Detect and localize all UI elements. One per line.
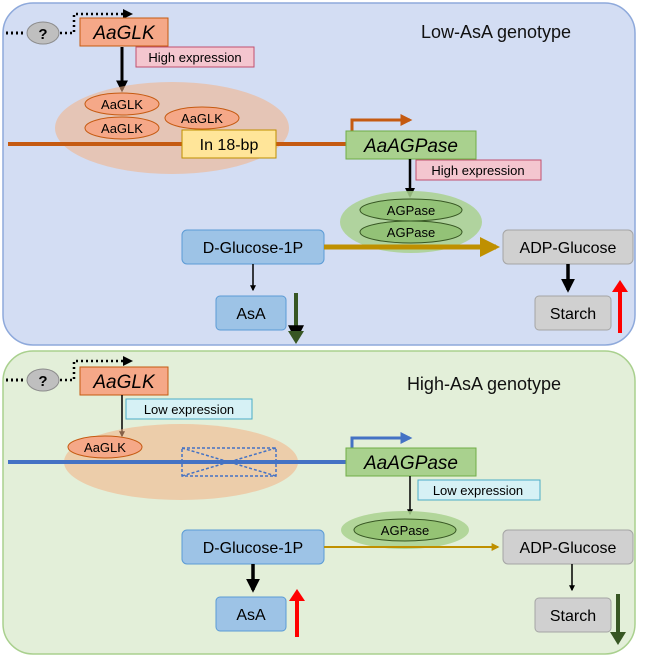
- asa-box-2: [215, 596, 287, 632]
- aaglk-expression-tag: [135, 46, 255, 68]
- aaglk-protein-2: [84, 116, 160, 140]
- aaglk-protein-1-label: AaGLK: [101, 97, 143, 112]
- unknown-regulator-2: [26, 368, 60, 392]
- aaglk-expression-label-2: Low expression: [144, 402, 234, 417]
- agpase-halo-2: [341, 511, 469, 549]
- aaglk-gene-label: AaGLK: [92, 23, 156, 44]
- agpase-enzyme-single-label: AGPase: [381, 523, 429, 538]
- starch-label: Starch: [550, 306, 596, 323]
- unknown-regulator: [26, 21, 60, 45]
- adp-glucose-box-2: [502, 529, 634, 565]
- aaglk-protein-2-label: AaGLK: [101, 121, 143, 136]
- asa-box: [215, 295, 287, 331]
- low-asa-panel: Low-AsA genotype ? AaGLK High expression…: [2, 2, 636, 346]
- agpase-enzyme-1-label: AGPase: [387, 203, 435, 218]
- aaagpase-gene-label-2: AaAGPase: [363, 453, 458, 474]
- starch-box: [534, 295, 612, 331]
- aaglk-protein-3: [164, 106, 240, 130]
- aaagpase-gene-box-2: [345, 447, 477, 477]
- starch-label-2: Starch: [550, 608, 596, 625]
- aaagpase-gene-label: AaAGPase: [363, 136, 458, 157]
- aaglk-protein-single-label: AaGLK: [84, 440, 126, 455]
- missing-insertion-box: [181, 447, 277, 477]
- aaglk-gene-box: [79, 17, 169, 47]
- missing-insertion-cross-a: [181, 447, 277, 477]
- asa-label-2: AsA: [236, 607, 266, 624]
- adp-glucose-label: ADP-Glucose: [520, 240, 617, 257]
- starch-increase-arrow-head: [612, 280, 628, 292]
- agpase-enzyme-2-label: AGPase: [387, 225, 435, 240]
- aaglk-gene-box-2: [79, 366, 169, 396]
- unknown-regulator-label: ?: [38, 26, 47, 43]
- agpase-enzyme-single: [353, 518, 457, 542]
- aaagpase-expression-label-2: Low expression: [433, 483, 523, 498]
- d-glucose-1p-label-2: D-Glucose-1P: [203, 540, 303, 557]
- regulator-to-gene-dotted-arrow: [60, 9, 133, 35]
- asa-decrease-arrow-head: [288, 331, 304, 344]
- aaagpase-gene-box: [345, 130, 477, 160]
- insertion-box: [181, 129, 277, 159]
- starch-decrease-arrow-head: [610, 632, 626, 645]
- asa-increase-arrow-head: [289, 589, 305, 601]
- missing-insertion-cross-b: [181, 447, 277, 477]
- unknown-regulator-label-2: ?: [38, 373, 47, 390]
- aaglk-expression-tag-2: [125, 398, 253, 420]
- aaagpase-expression-tag-2: [417, 479, 541, 501]
- agpase-enzyme-2: [359, 220, 463, 244]
- starch-box-2: [534, 597, 612, 633]
- aaglk-protein-3-label: AaGLK: [181, 111, 223, 126]
- asa-label: AsA: [236, 306, 266, 323]
- regulator-to-gene-dotted-arrow-2: [60, 356, 133, 382]
- aaglk-protein-single: [67, 435, 143, 459]
- insertion-label: In 18-bp: [200, 137, 259, 154]
- high-asa-panel: High-AsA genotype ? AaGLK Low expression…: [2, 350, 636, 655]
- aaagpase-expression-tag: [415, 159, 542, 181]
- aaglk-expression-label: High expression: [148, 50, 241, 65]
- aaglk-protein-1: [84, 92, 160, 116]
- d-glucose-1p-label: D-Glucose-1P: [203, 240, 303, 257]
- low-asa-genotype-title: Low-AsA genotype: [421, 22, 571, 42]
- aaagpase-expression-label: High expression: [431, 163, 524, 178]
- high-asa-genotype-title: High-AsA genotype: [407, 374, 561, 394]
- aaglk-gene-label-2: AaGLK: [92, 372, 156, 393]
- agpase-halo: [340, 191, 482, 253]
- adp-glucose-label-2: ADP-Glucose: [520, 540, 617, 557]
